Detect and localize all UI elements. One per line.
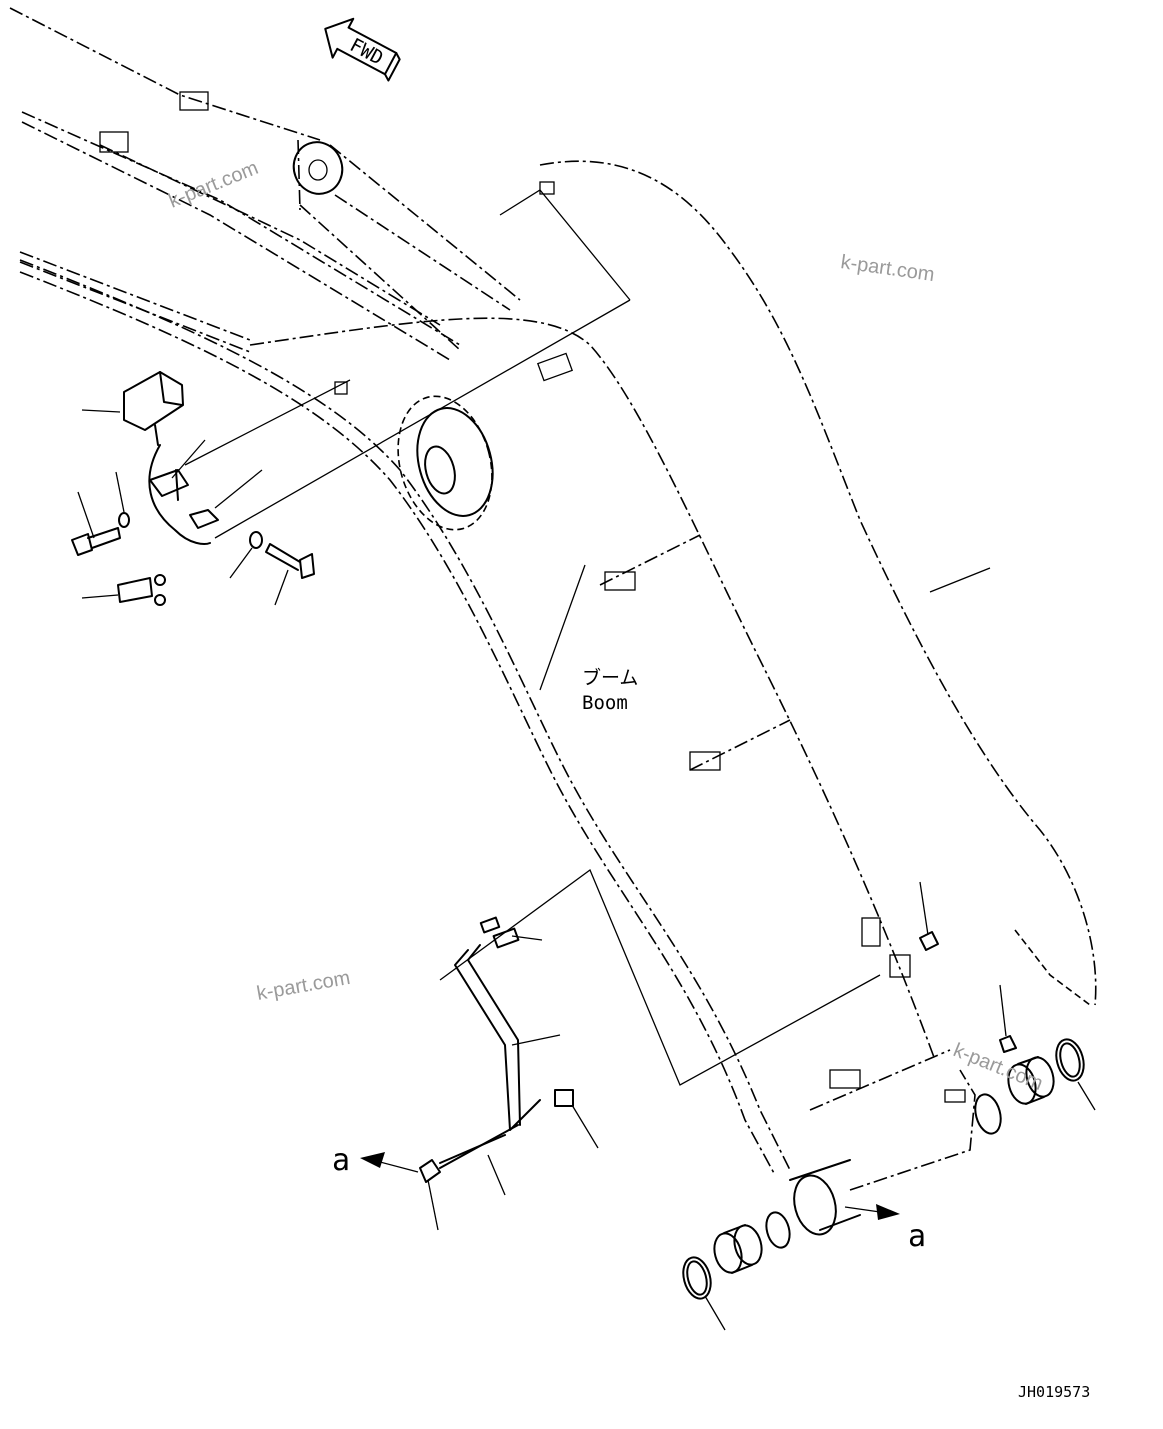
fwd-label: FWD <box>346 34 387 70</box>
boom-foot-boss <box>789 1159 861 1236</box>
callout-a-left: a <box>332 1143 419 1178</box>
part-label-japanese: ブーム <box>582 666 638 689</box>
washer-left-icon <box>118 512 130 528</box>
wiring-harness <box>419 868 881 1183</box>
boom-clamps <box>334 181 911 1089</box>
upper-linkage <box>292 139 521 351</box>
watermark: k-part.com <box>255 967 352 1005</box>
washer-right-icon <box>249 531 263 549</box>
watermark: k-part.com <box>166 157 262 213</box>
fwd-arrow-icon: FWD <box>324 17 401 82</box>
boom-center-boss <box>397 395 494 531</box>
callout-a-left-label: a <box>332 1143 350 1178</box>
boom-body <box>19 160 1097 1191</box>
leader-lines-harness <box>427 881 929 1231</box>
callout-a-right-label: a <box>908 1219 926 1254</box>
callout-a-right: a <box>844 1204 926 1254</box>
bolt-left-icon <box>71 527 121 556</box>
leader-lines-bushings <box>704 1081 1096 1331</box>
work-light <box>123 371 211 545</box>
boom-right-leader <box>929 567 991 593</box>
grease-fitting-icon <box>919 931 939 951</box>
connector-icon <box>117 574 166 606</box>
boom-leader-line <box>539 564 586 691</box>
watermark: k-part.com <box>950 1039 1046 1095</box>
watermark: k-part.com <box>839 251 936 286</box>
bushing-set-right <box>944 1038 1085 1135</box>
arm-outline <box>9 7 461 361</box>
light-bracket <box>149 469 219 529</box>
leader-lines-light <box>77 189 631 606</box>
bushing-set-left <box>682 1211 791 1300</box>
grease-fitting-lower-icon <box>999 984 1017 1053</box>
drawing-number: JH019573 <box>1018 1383 1090 1401</box>
part-label-english: Boom <box>582 692 628 714</box>
bolt-right-icon <box>265 543 315 579</box>
